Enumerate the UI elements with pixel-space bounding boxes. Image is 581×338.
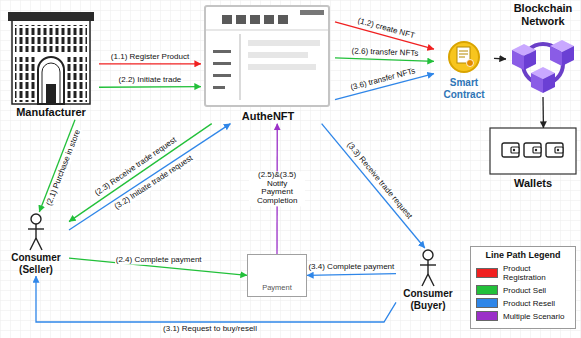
smart-contract-icon — [449, 42, 479, 72]
legend-text: Product Sell — [503, 286, 546, 295]
connector — [322, 124, 425, 248]
legend-text: Product Resell — [503, 299, 555, 308]
connector — [36, 276, 396, 322]
manufacturer-node: Manufacturer — [3, 8, 99, 120]
edge-label: (1.2) create NFT — [356, 17, 417, 42]
edge-label: (2.1) Purchase in store — [45, 128, 83, 209]
legend-box: Line Path LegendProduct RegistrationProd… — [470, 246, 576, 329]
edge-label: (3.6) transfer NFTs — [348, 67, 417, 93]
legend-swatch — [476, 285, 498, 295]
edge-label: (3.4) Complete payment — [307, 263, 395, 272]
legend-swatch — [476, 268, 498, 278]
node-label: AutheNFT — [201, 110, 335, 123]
wallets-node: Wallets — [488, 128, 578, 191]
platform-node: AutheNFT — [201, 4, 335, 124]
seller-figure — [28, 214, 44, 250]
legend-text: Product Registration — [503, 264, 570, 282]
edge-label: (3.2) Initiate trade request — [112, 153, 195, 212]
node-label: Consumer (Buyer) — [396, 288, 460, 311]
connector — [494, 58, 506, 60]
node-label: Payment — [248, 284, 306, 293]
legend-text: Multiple Scenario — [503, 312, 564, 321]
connector — [39, 120, 75, 212]
edge-label: (3.1) Request to buy/resell — [162, 325, 258, 334]
node-label: Consumer (Seller) — [3, 252, 69, 275]
edge-label: (2.4) Complete payment — [115, 255, 203, 264]
legend-row: Product Resell — [476, 298, 570, 308]
payment-box: Payment — [247, 254, 307, 297]
connector — [99, 63, 201, 64]
edge-label: (2.5)&(3.5) Notify Payment Completion — [249, 171, 305, 206]
blockchain-icon — [512, 40, 574, 93]
blockchain-node: Blockchain Network — [506, 2, 580, 97]
edge-label: (3.3) Receive trade request — [344, 140, 414, 222]
app-window-icon — [205, 6, 329, 106]
actor-node: Consumer (Seller) — [3, 212, 69, 276]
factory-icon — [8, 12, 94, 104]
node-label: Blockchain Network — [506, 2, 580, 27]
legend-row: Product Sell — [476, 285, 570, 295]
actor-node: Consumer (Buyer) — [396, 248, 460, 312]
buyer-figure — [420, 250, 436, 286]
node-label: Manufacturer — [3, 106, 99, 119]
legend-swatch — [476, 298, 498, 308]
legend-row: Multiple Scenario — [476, 311, 570, 321]
wallets-box — [490, 128, 576, 174]
edge-label: (2.6) transfer NFTs — [350, 47, 419, 58]
edge-label: (1.1) Register Product — [110, 52, 190, 61]
connector — [69, 124, 230, 230]
contract-node: Smart Contract — [434, 40, 494, 101]
node-label: Smart Contract — [434, 77, 494, 100]
legend-title: Line Path Legend — [476, 250, 570, 260]
connector — [542, 97, 544, 128]
node-label: Wallets — [488, 177, 578, 190]
connector — [99, 86, 201, 88]
legend-row: Product Registration — [476, 264, 570, 282]
connector — [69, 124, 212, 222]
edge-label: (2.2) Initiate trade — [118, 76, 183, 85]
legend-swatch — [476, 311, 498, 321]
connector — [307, 274, 396, 276]
